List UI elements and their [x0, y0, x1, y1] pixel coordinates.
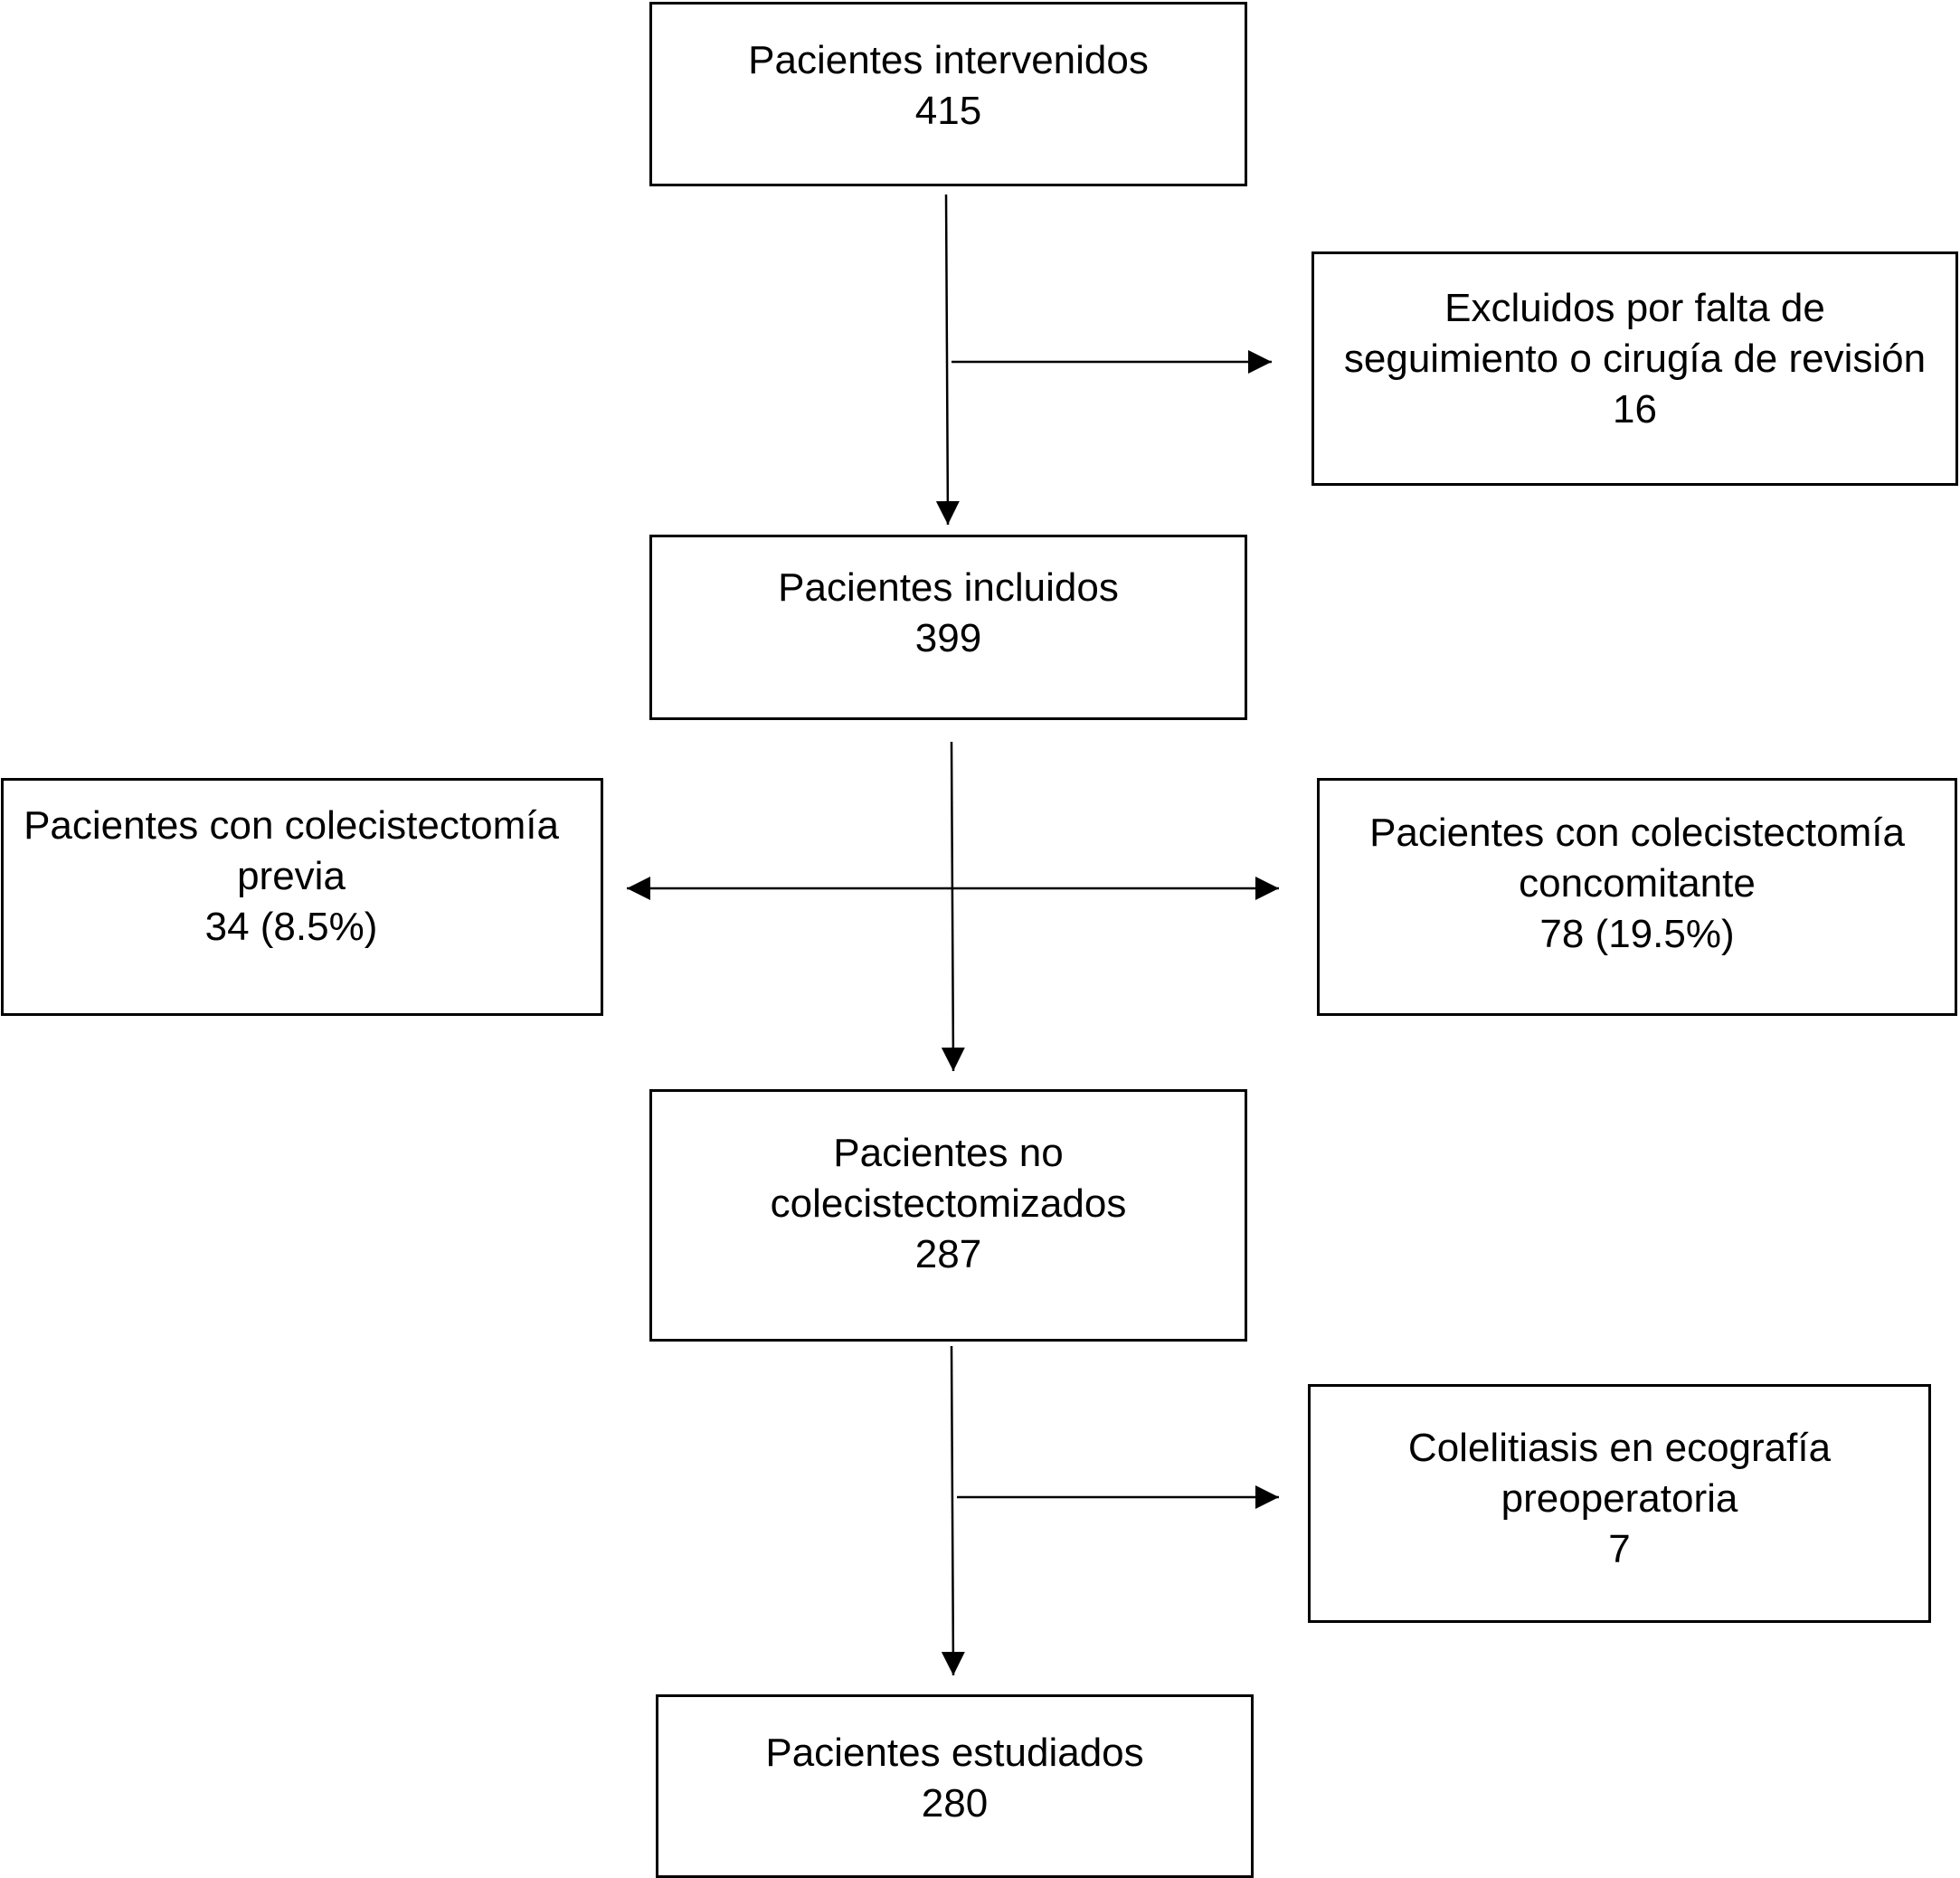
- box-pacientes-no-colecistectomizados: Pacientes no colecistectomizados 287: [649, 1089, 1247, 1342]
- box-label-line1: Colelitiasis en ecografía: [1407, 1426, 1832, 1470]
- box-label-line2: previa: [237, 854, 346, 898]
- box-count: 34 (8.5%): [204, 905, 378, 949]
- box-pacientes-incluidos: Pacientes incluidos 399: [649, 535, 1247, 720]
- box-pacientes-estudiados: Pacientes estudiados 280: [656, 1694, 1254, 1878]
- box-label-line1: Excluidos por falta de: [1444, 286, 1825, 330]
- box-label-line1: Pacientes con colecistectomía: [24, 803, 559, 848]
- box-colelitiasis-ecografia: Colelitiasis en ecografía preoperatoria …: [1308, 1384, 1931, 1623]
- box-colecistectomia-previa: Pacientes con colecistectomía previa 34 …: [1, 778, 603, 1016]
- box-pacientes-intervenidos: Pacientes intervenidos 415: [649, 2, 1247, 186]
- box-colecistectomia-concomitante: Pacientes con colecistectomía concomitan…: [1317, 778, 1957, 1016]
- box-count: 287: [914, 1232, 982, 1276]
- box-label: Pacientes intervenidos: [748, 38, 1149, 82]
- arrow-intervenidos-to-incluidos: [935, 194, 960, 526]
- box-label: Pacientes estudiados: [765, 1731, 1144, 1775]
- box-count: 16: [1613, 387, 1657, 432]
- box-label-line2: preoperatoria: [1501, 1476, 1738, 1521]
- box-count: 415: [914, 89, 982, 133]
- box-label-line2: colecistectomizados: [770, 1181, 1127, 1226]
- box-count: 399: [914, 616, 982, 660]
- box-count: 78 (19.5%): [1539, 912, 1735, 956]
- box-excluidos: Excluidos por falta de seguimiento o cir…: [1311, 251, 1958, 486]
- box-label-line1: Pacientes con colecistectomía: [1369, 811, 1905, 855]
- box-label-line2: seguimiento o cirugía de revisión: [1343, 337, 1927, 381]
- box-label-line2: concomitante: [1519, 861, 1756, 906]
- box-count: 280: [921, 1781, 989, 1826]
- arrow-no-colecistectomizados-to-estudiados: [941, 1345, 965, 1676]
- box-label: Pacientes incluidos: [778, 565, 1119, 610]
- box-label-line1: Pacientes no: [833, 1131, 1064, 1175]
- box-count: 7: [1608, 1527, 1631, 1571]
- arrow-incluidos-to-no-colecistectomizados: [941, 741, 965, 1072]
